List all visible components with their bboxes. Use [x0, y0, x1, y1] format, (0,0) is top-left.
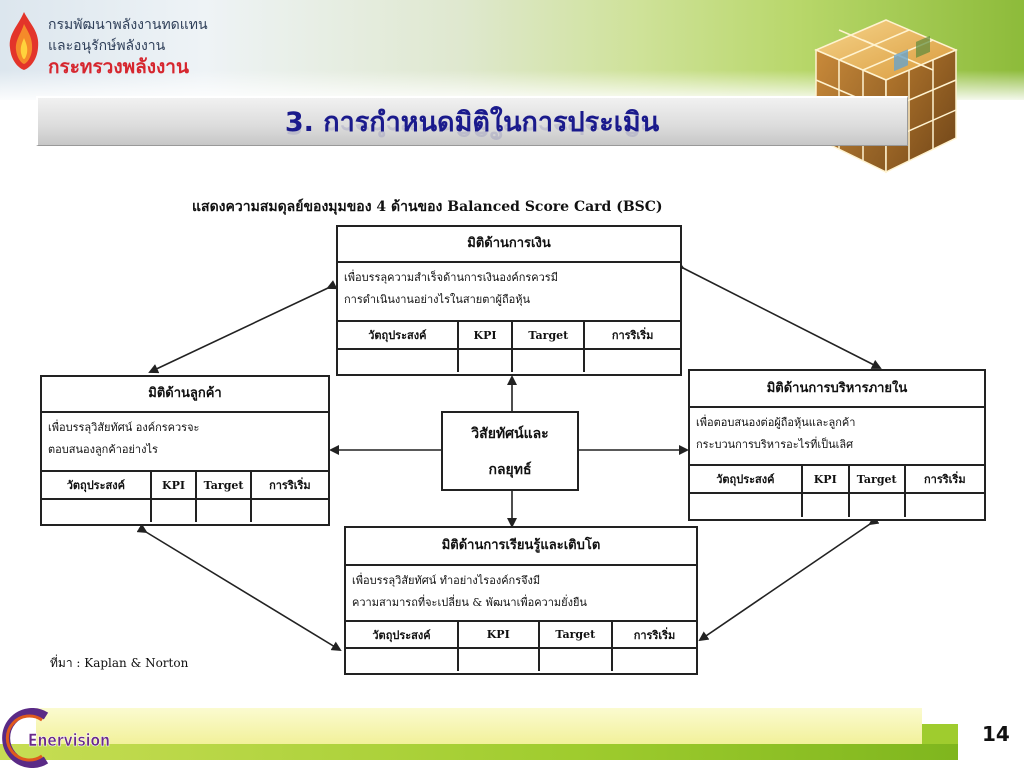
col-initiative: การริเริ่ม	[250, 472, 328, 500]
box-customer-desc: เพื่อบรรลุวิสัยทัศน์ องค์กรควรจะ ตอบสนอง…	[42, 413, 328, 472]
col-kpi: KPI	[150, 472, 198, 500]
table-header-row: วัตถุประสงค์ KPI Target การริเริ่ม	[338, 322, 680, 350]
diagram-caption: แสดงความสมดุลย์ของมุมของ 4 ด้านของ Balan…	[192, 199, 663, 215]
table-empty-row	[346, 648, 696, 671]
col-target: Target	[848, 466, 906, 494]
box-learning-title: มิติด้านการเรียนรู้และเติบโต	[346, 528, 696, 566]
page-title-reflection: 3. การกำหนดมิติในการประเมิน	[284, 122, 660, 139]
box-finance: มิติด้านการเงิน เพื่อบรรลุความสำเร็จด้าน…	[336, 225, 682, 376]
col-kpi: KPI	[457, 322, 514, 350]
footer-band-yellow	[36, 708, 922, 744]
enervision-logo-icon: Enervision	[2, 708, 110, 768]
enervision-logo-text: Enervision	[28, 731, 110, 751]
box-customer-table: วัตถุประสงค์ KPI Target การริเริ่ม	[42, 472, 328, 522]
vision-line2: กลยุทธ์	[488, 462, 532, 478]
box-vision-strategy: วิสัยทัศน์และ กลยุทธ์	[441, 411, 579, 491]
table-header-row: วัตถุประสงค์ KPI Target การริเริ่ม	[346, 622, 696, 649]
table-empty-row	[42, 499, 328, 522]
box-internal: มิติด้านการบริหารภายใน เพื่อตอบสนองต่อผู…	[688, 369, 986, 521]
vision-line1: วิสัยทัศน์และ	[471, 426, 549, 442]
box-internal-title: มิติด้านการบริหารภายใน	[690, 371, 984, 408]
arrow-finance-internal	[673, 259, 882, 369]
box-learning-table: วัตถุประสงค์ KPI Target การริเริ่ม	[346, 622, 696, 671]
arrow-customer-learning	[136, 523, 342, 652]
footer-band-green	[0, 744, 958, 760]
org-name-line1: กรมพัฒนาพลังงานทดแทน	[48, 17, 208, 33]
box-customer-desc-line1: เพื่อบรรลุวิสัยทัศน์ องค์กรควรจะ	[48, 421, 200, 434]
box-learning: มิติด้านการเรียนรู้และเติบโต เพื่อบรรลุว…	[344, 526, 698, 675]
title-bar	[36, 96, 908, 146]
flame-logo-icon	[9, 12, 39, 70]
box-internal-desc: เพื่อตอบสนองต่อผู้ถือหุ้นและลูกค้า กระบว…	[690, 408, 984, 466]
box-learning-desc-line2: ความสามารถที่จะเปลี่ยน & พัฒนาเพื่อความย…	[352, 596, 587, 609]
table-empty-row	[690, 493, 984, 517]
box-internal-desc-line2: กระบวนการบริหารอะไรที่เป็นเลิศ	[696, 438, 854, 451]
box-customer-title: มิติด้านลูกค้า	[42, 377, 328, 413]
page-number: 14	[982, 722, 1010, 746]
box-internal-table: วัตถุประสงค์ KPI Target การริเริ่ม	[690, 466, 984, 517]
col-kpi: KPI	[801, 466, 850, 494]
box-learning-desc: เพื่อบรรลุวิสัยทัศน์ ทำอย่างไรองค์กรจึงม…	[346, 566, 696, 622]
box-finance-desc-line1: เพื่อบรรลุความสำเร็จด้านการเงินองค์กรควร…	[344, 271, 558, 284]
col-objective: วัตถุประสงค์	[690, 466, 803, 494]
box-learning-desc-line1: เพื่อบรรลุวิสัยทัศน์ ทำอย่างไรองค์กรจึงม…	[352, 574, 541, 587]
ministry-name: กระทรวงพลังงาน	[48, 56, 189, 78]
table-empty-row	[338, 349, 680, 372]
box-finance-desc: เพื่อบรรลุความสำเร็จด้านการเงินองค์กรควร…	[338, 263, 680, 322]
col-objective: วัตถุประสงค์	[338, 322, 459, 350]
box-customer-desc-line2: ตอบสนองลูกค้าอย่างไร	[48, 443, 158, 456]
source-note: ที่มา : Kaplan & Norton	[50, 656, 189, 670]
col-kpi: KPI	[458, 622, 540, 649]
page-title: 3. การกำหนดมิติในการประเมิน	[284, 107, 660, 138]
org-name-line2: และอนุรักษ์พลังงาน	[48, 38, 166, 54]
box-customer: มิติด้านลูกค้า เพื่อบรรลุวิสัยทัศน์ องค์…	[40, 375, 330, 526]
col-target: Target	[538, 622, 613, 649]
col-initiative: การริเริ่ม	[612, 622, 696, 649]
col-initiative: การริเริ่ม	[904, 466, 984, 494]
col-objective: วัตถุประสงค์	[346, 622, 459, 649]
box-internal-desc-line1: เพื่อตอบสนองต่อผู้ถือหุ้นและลูกค้า	[696, 416, 856, 429]
col-target: Target	[512, 322, 586, 350]
arrow-finance-customer	[148, 280, 338, 374]
table-header-row: วัตถุประสงค์ KPI Target การริเริ่ม	[42, 472, 328, 500]
arrow-internal-learning	[698, 515, 880, 642]
col-target: Target	[196, 472, 252, 500]
table-header-row: วัตถุประสงค์ KPI Target การริเริ่ม	[690, 466, 984, 494]
box-finance-desc-line2: การดำเนินงานอย่างไรในสายตาผู้ถือหุ้น	[344, 293, 531, 306]
box-finance-title: มิติด้านการเงิน	[338, 227, 680, 263]
col-objective: วัตถุประสงค์	[42, 472, 152, 500]
col-initiative: การริเริ่ม	[584, 322, 680, 350]
box-finance-table: วัตถุประสงค์ KPI Target การริเริ่ม	[338, 322, 680, 372]
